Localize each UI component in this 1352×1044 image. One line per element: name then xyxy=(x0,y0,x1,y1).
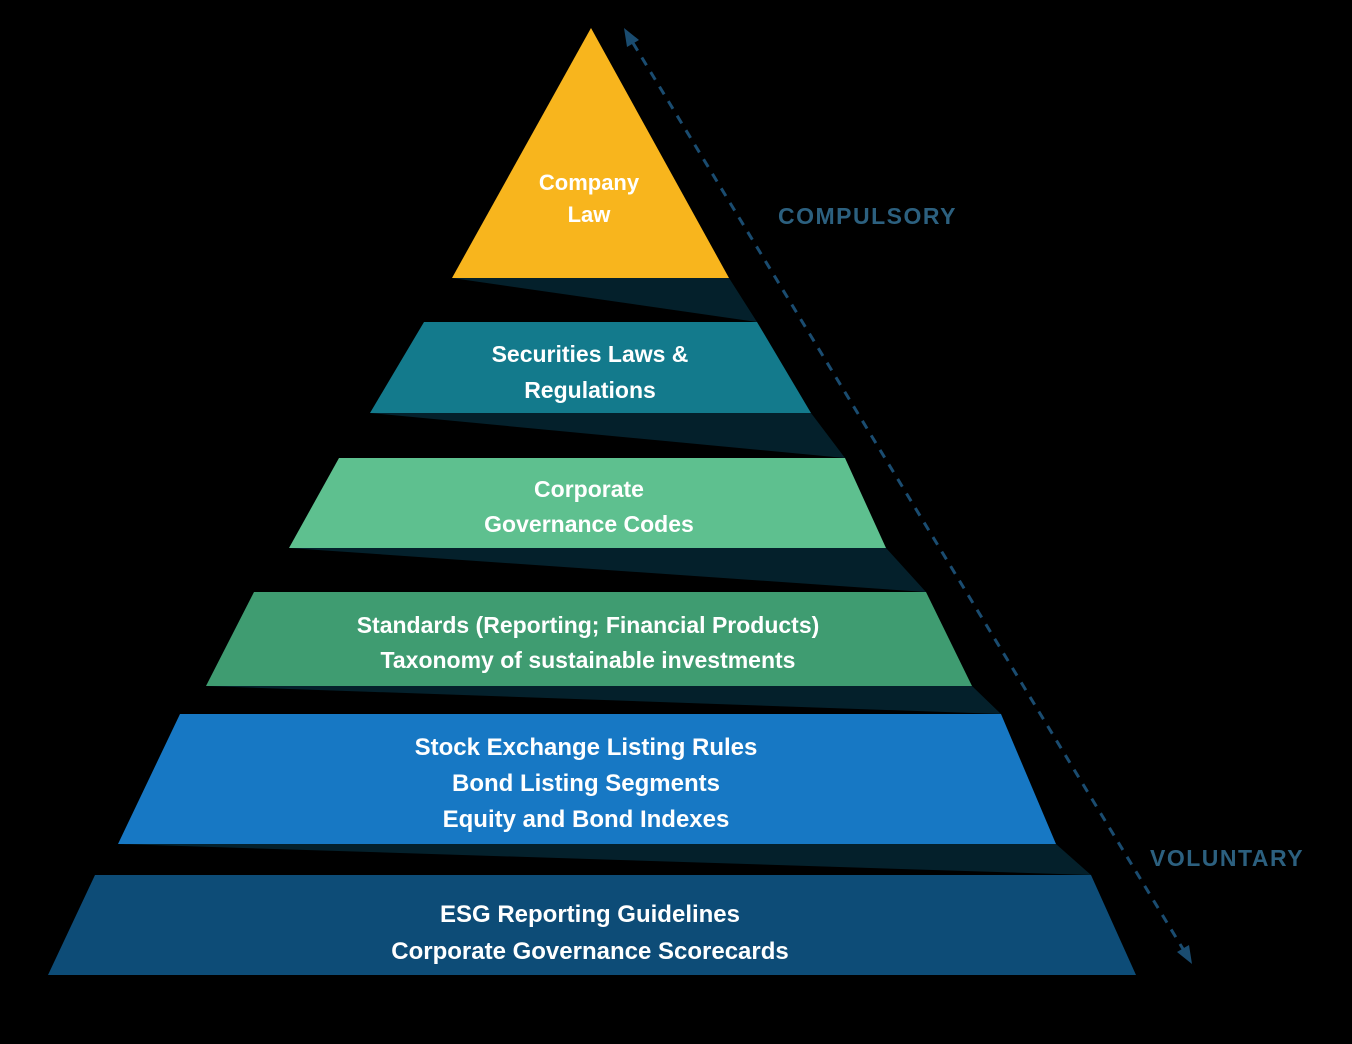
layer-esg-reporting-line2: Corporate Governance Scorecards xyxy=(391,938,789,965)
compulsory-label: COMPULSORY xyxy=(778,203,957,229)
layer-corporate-governance-codes: Corporate Governance Codes xyxy=(289,458,886,548)
layer-exchange-listing-line1: Stock Exchange Listing Rules xyxy=(415,734,758,761)
layer-standards-taxonomy-shape xyxy=(206,592,972,686)
arrow-head-up-icon xyxy=(624,28,639,47)
layer-standards-taxonomy-line2: Taxonomy of sustainable investments xyxy=(381,647,796,673)
layer-esg-reporting-shape xyxy=(48,875,1136,975)
layer-securities-laws-line1: Securities Laws & xyxy=(492,341,689,367)
layer-exchange-listing-line3: Equity and Bond Indexes xyxy=(443,806,730,833)
layer-standards-taxonomy: Standards (Reporting; Financial Products… xyxy=(206,592,972,686)
layer-esg-reporting-line1: ESG Reporting Guidelines xyxy=(440,901,740,928)
compulsory-voluntary-arrow-line xyxy=(631,42,1185,950)
layer-esg-reporting: ESG Reporting Guidelines Corporate Gover… xyxy=(48,875,1136,975)
layer-corporate-governance-codes-shape xyxy=(289,458,886,548)
fold-shadow-3 xyxy=(289,548,926,592)
layer-standards-taxonomy-line1: Standards (Reporting; Financial Products… xyxy=(357,612,820,638)
voluntary-label: VOLUNTARY xyxy=(1150,845,1304,871)
layer-securities-laws: Securities Laws & Regulations xyxy=(370,322,811,413)
layer-company-law: Company Law xyxy=(452,28,729,278)
fold-shadow-5 xyxy=(118,844,1091,875)
fold-shadow-2 xyxy=(370,413,845,458)
layer-exchange-listing-shape xyxy=(118,714,1056,844)
layer-corporate-governance-codes-line2: Governance Codes xyxy=(484,511,694,537)
layer-exchange-listing-line2: Bond Listing Segments xyxy=(452,770,720,797)
layer-exchange-listing: Stock Exchange Listing Rules Bond Listin… xyxy=(118,714,1056,844)
layer-securities-laws-line2: Regulations xyxy=(524,377,656,403)
layer-company-law-shape xyxy=(452,28,729,278)
layer-securities-laws-shape xyxy=(370,322,811,413)
fold-shadow-4 xyxy=(206,686,1001,714)
layer-company-law-line1: Company xyxy=(539,170,640,195)
arrow-head-down-icon xyxy=(1177,945,1192,964)
layer-company-law-line2: Law xyxy=(568,202,612,227)
fold-shadow-1 xyxy=(452,278,757,322)
layer-corporate-governance-codes-line1: Corporate xyxy=(534,476,644,502)
